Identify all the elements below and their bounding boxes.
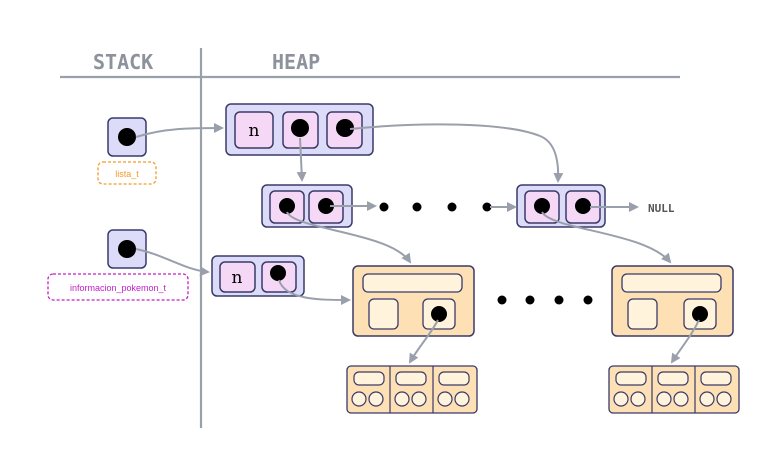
node-first-next-dot	[318, 198, 334, 214]
pokemon-left-stat-field	[368, 298, 399, 330]
arrow-last-to-node	[349, 123, 564, 183]
heap-header: HEAP	[272, 50, 320, 74]
lista-label-box	[97, 161, 157, 185]
ellipsis-dot	[525, 295, 535, 305]
pointer-arrows	[135, 123, 700, 364]
arrow-first-to-node	[296, 137, 307, 182]
arrow-node-last-to-pokemon	[541, 211, 672, 264]
ellipsis-dot	[497, 295, 507, 305]
arrow-info-to-struct	[135, 248, 210, 277]
node-last-data-dot	[534, 198, 550, 214]
info-label-box	[47, 273, 189, 301]
node-first-data-dot	[279, 198, 295, 214]
list-field-n-label: n	[249, 121, 260, 141]
null-label: NULL	[648, 202, 675, 215]
arrow-node-first-to-pokemon	[286, 211, 412, 264]
ellipsis-dot	[554, 295, 564, 305]
stack-header: STACK	[93, 50, 153, 74]
arrow-struct-to-pokemon	[278, 279, 351, 305]
pokemon-right-moves-dot	[692, 306, 708, 322]
info-label: informacion_pokemon_t	[70, 283, 167, 293]
moves-array-left	[346, 365, 478, 414]
ellipsis-dot	[379, 202, 389, 212]
node-last-next-dot	[575, 198, 591, 214]
info-pointer-dot	[118, 240, 136, 258]
moves-array-right	[608, 365, 740, 414]
pokemon-right-name-field	[621, 273, 722, 293]
ellipsis-dot	[412, 202, 422, 212]
arrow-lista-to-list	[135, 123, 224, 138]
lista-label: lista_t	[115, 169, 139, 179]
list-field-n	[234, 111, 274, 149]
pokemon-right-stat-field	[627, 298, 658, 330]
arrow-moves-left	[408, 319, 439, 364]
info-field-n	[219, 261, 256, 293]
info-pokemon-dot	[270, 265, 286, 281]
ellipsis-dot	[447, 202, 457, 212]
list-last-dot	[336, 119, 354, 137]
ellipsis-dot	[583, 295, 593, 305]
ellipsis-dot	[482, 202, 492, 212]
pokemon-left-moves-dot	[431, 306, 447, 322]
info-field-n-label: n	[232, 268, 243, 288]
arrow-moves-right	[670, 319, 700, 364]
list-first-dot	[291, 119, 309, 137]
pokemon-left-name-field	[362, 273, 463, 293]
lista-pointer-dot	[118, 128, 136, 146]
